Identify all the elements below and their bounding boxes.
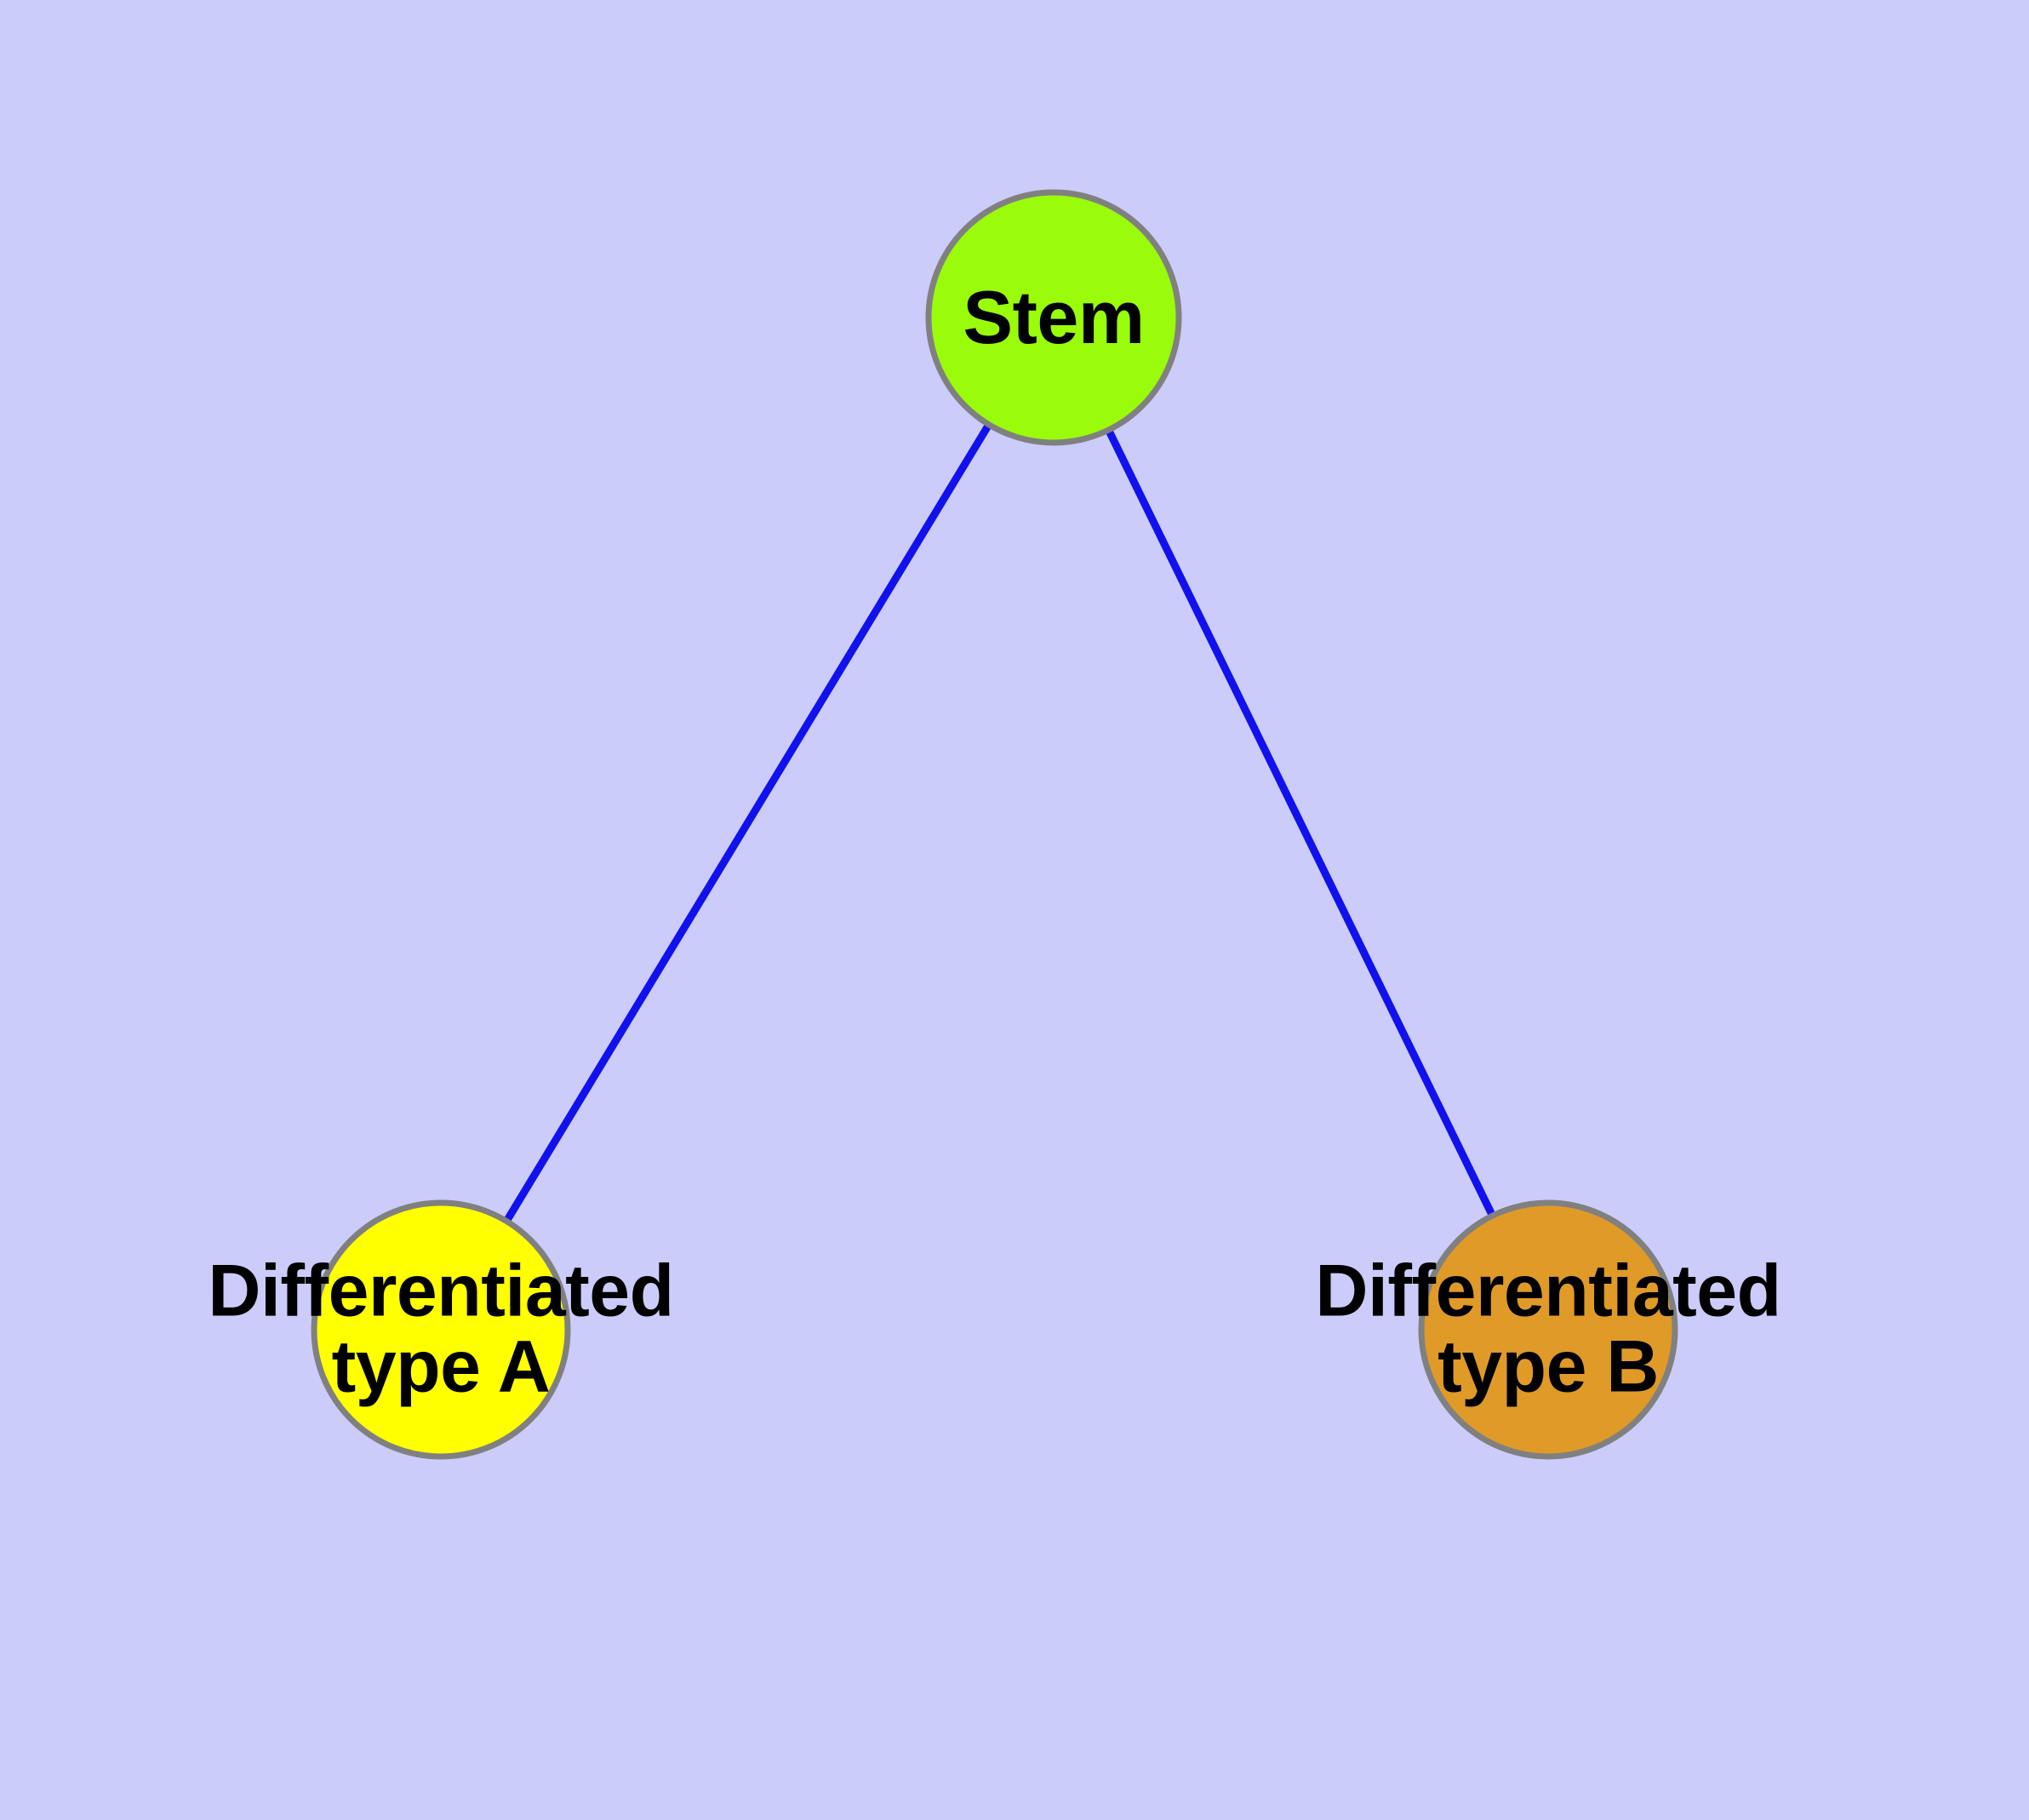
graph-edge[interactable] xyxy=(437,315,1057,1332)
graph-node-diff-b[interactable] xyxy=(1418,1199,1678,1460)
graph-node-stem[interactable] xyxy=(925,189,1182,446)
graph-node-diff-a[interactable] xyxy=(311,1199,571,1460)
graph-edge[interactable] xyxy=(1049,316,1552,1331)
edge-layer xyxy=(437,315,1552,1332)
node-layer xyxy=(311,189,1678,1460)
